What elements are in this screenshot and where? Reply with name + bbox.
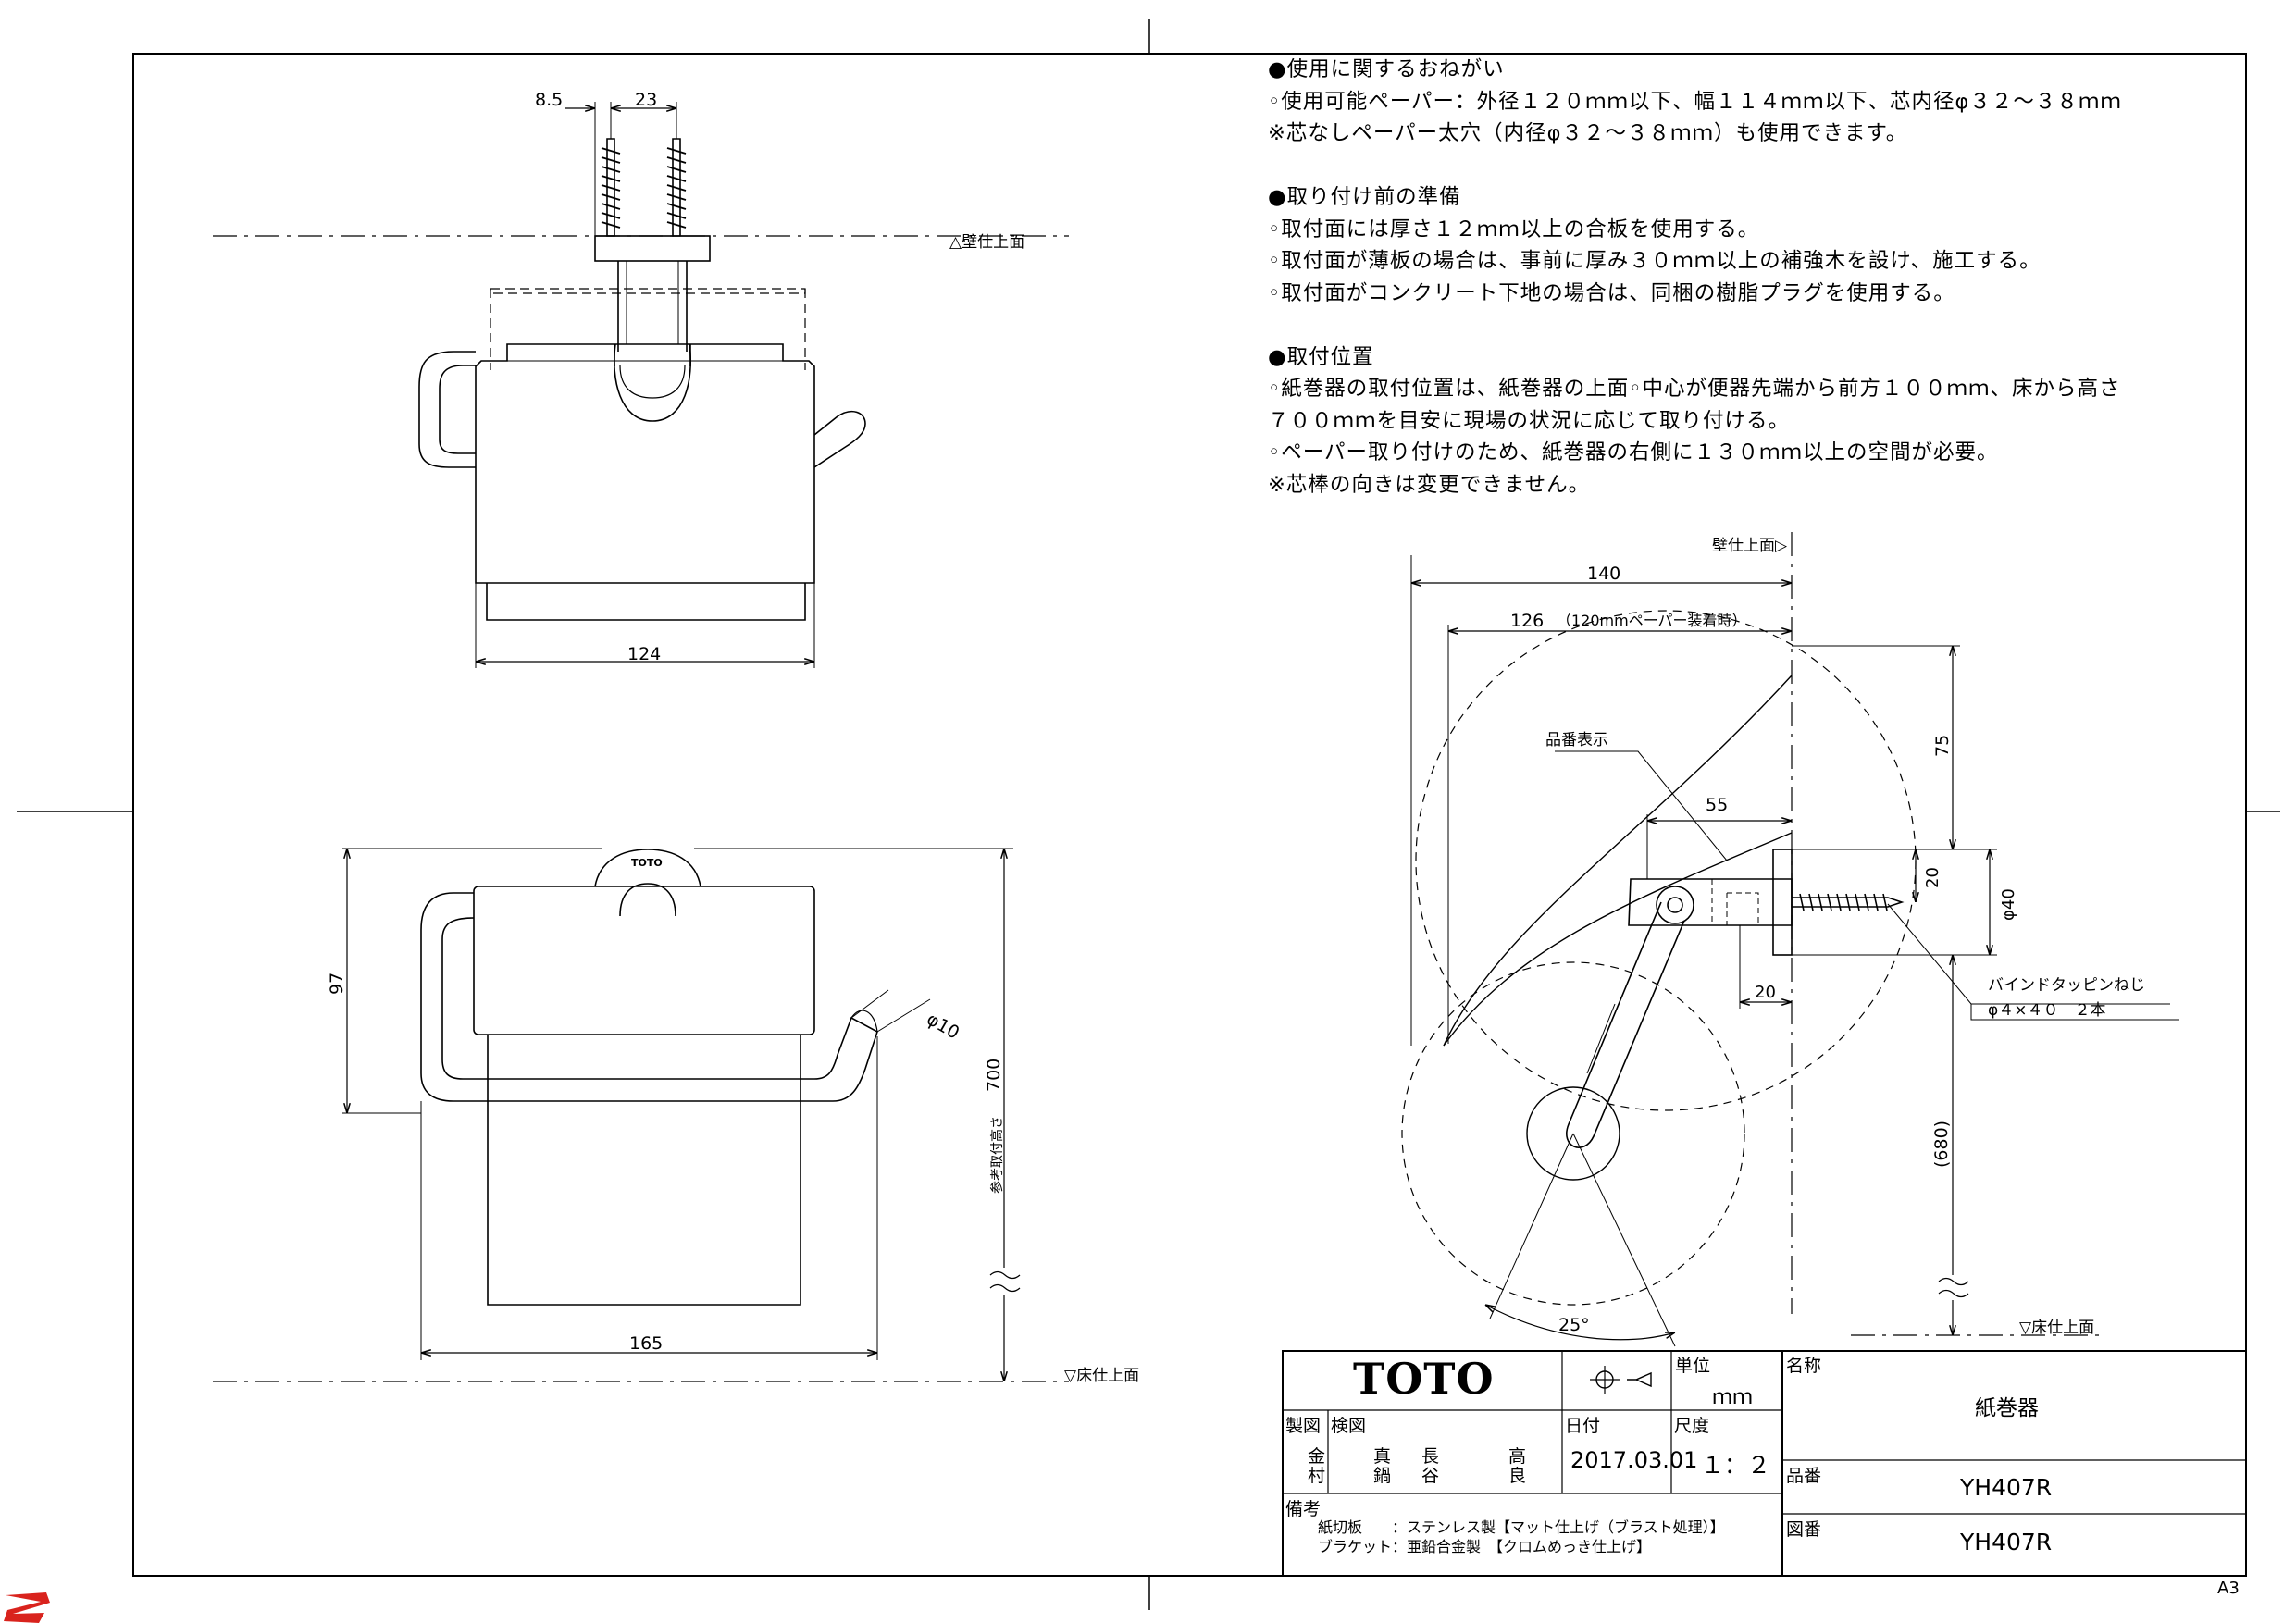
front-view bbox=[213, 848, 1069, 1382]
drawn-by: 村 bbox=[1308, 1466, 1326, 1486]
checked-by: 鍋 bbox=[1373, 1466, 1392, 1486]
dim-top-width: 124 bbox=[627, 644, 661, 664]
label-ref-height: 参考取付高さ bbox=[989, 1116, 1005, 1194]
wall-side-marker: ▷ bbox=[1775, 537, 1788, 555]
dim-front-width: 165 bbox=[629, 1333, 663, 1354]
installation-notes: ●使用に関するおねがい ◦使用可能ペーパー：外径１２０ｍｍ以下、幅１１４ｍｍ以下… bbox=[1268, 54, 2230, 533]
label-wall-side: 壁仕上面 bbox=[1712, 537, 1775, 555]
dim-screw-len: 20 bbox=[1755, 983, 1776, 1002]
drawing-no-value: YH407R bbox=[1960, 1529, 2053, 1555]
date-label: 日付 bbox=[1565, 1416, 1601, 1436]
usage-line: ※芯なしペーパー太穴（内径φ３２～３８ｍｍ）も使用できます。 bbox=[1268, 121, 1908, 145]
prep-line: ◦取付面がコンクリート下地の場合は、同梱の樹脂プラグを使用する。 bbox=[1268, 280, 1955, 305]
dim-base-depth: 55 bbox=[1706, 795, 1728, 815]
scale-value: １：２ bbox=[1701, 1452, 1771, 1479]
label-screw-name: バインドタッピンねじ bbox=[1988, 976, 2145, 995]
sheet-frame bbox=[17, 19, 2280, 1610]
label-screw-spec: φ４×４０ ２本 bbox=[1988, 1001, 2105, 1020]
remarks-line: ブラケット：亜鉛合金製 【クロムめっき仕上げ】 bbox=[1318, 1538, 1652, 1555]
sheet-size: A3 bbox=[2217, 1579, 2240, 1598]
front-cover-logo: TOTO bbox=[631, 857, 663, 869]
checked-label: 検図 bbox=[1331, 1416, 1367, 1436]
usage-line: ◦使用可能ペーパー：外径１２０ｍｍ以下、幅１１４ｍｍ以下、芯内径φ３２～３８ｍｍ bbox=[1268, 89, 2122, 114]
remarks-line: 紙切板 ：ステンレス製【マット仕上げ（ブラスト処理）】 bbox=[1318, 1518, 1725, 1536]
dim-height-700: 700 bbox=[984, 1059, 1004, 1092]
dim-base-half: 20 bbox=[1923, 867, 1942, 888]
position-line: ※芯棒の向きは変更できません。 bbox=[1268, 472, 1591, 497]
dim-front-height: 97 bbox=[327, 973, 347, 995]
drawn-label: 製図 bbox=[1285, 1416, 1322, 1436]
dim-base-dia: φ40 bbox=[1999, 888, 2018, 921]
dim-rod-dia: φ10 bbox=[924, 1009, 963, 1043]
label-floor-front: ▽床仕上面 bbox=[1064, 1367, 1139, 1385]
dim-lower-height: (680) bbox=[1931, 1121, 1952, 1168]
side-view bbox=[1401, 532, 2179, 1347]
date-value: 2017.03.01 bbox=[1570, 1447, 1698, 1473]
toto-logo: TOTO bbox=[1353, 1354, 1495, 1404]
checked-by: 真 bbox=[1373, 1446, 1392, 1467]
dim-side-depth-paper-note: （120mmペーパー装着時） bbox=[1557, 612, 1747, 629]
prep-note: ●取り付け前の準備 ◦取付面には厚さ１２ｍｍ以上の合板を使用する。 ◦取付面が薄… bbox=[1268, 181, 2230, 309]
unit-value: ｍｍ bbox=[1712, 1386, 1754, 1409]
checked-by: 良 bbox=[1508, 1466, 1527, 1486]
unit-label: 単位 bbox=[1675, 1356, 1711, 1376]
checked-by: 谷 bbox=[1421, 1466, 1440, 1486]
label-wall-top-view: △壁仕上面 bbox=[949, 233, 1024, 252]
top-view-screws bbox=[601, 138, 687, 237]
usage-heading: ●使用に関するおねがい bbox=[1268, 57, 1505, 81]
remarks-label: 備考 bbox=[1285, 1499, 1322, 1519]
top-view bbox=[213, 102, 1069, 668]
dim-top-offset: 75 bbox=[1932, 735, 1953, 757]
position-line: ◦紙巻器の取付位置は、紙巻器の上面◦中心が便器先端から前方１００ｍｍ、床から高さ bbox=[1268, 377, 2121, 401]
label-floor-side: ▽床仕上面 bbox=[2019, 1319, 2094, 1337]
position-heading: ●取付位置 bbox=[1268, 344, 1374, 369]
dim-angle: 25° bbox=[1558, 1315, 1590, 1335]
name-label: 名称 bbox=[1786, 1356, 1822, 1376]
dim-screw-pitch: 23 bbox=[635, 90, 657, 110]
usage-note: ●使用に関するおねがい ◦使用可能ペーパー：外径１２０ｍｍ以下、幅１１４ｍｍ以下… bbox=[1268, 54, 2230, 150]
prep-line: ◦取付面には厚さ１２ｍｍ以上の合板を使用する。 bbox=[1268, 217, 1760, 242]
position-note: ●取付位置 ◦紙巻器の取付位置は、紙巻器の上面◦中心が便器先端から前方１００ｍｍ… bbox=[1268, 341, 2230, 502]
dim-screw-offset: 8.5 bbox=[535, 90, 563, 110]
label-model-mark: 品番表示 bbox=[1545, 731, 1608, 750]
dim-side-depth: 140 bbox=[1587, 564, 1620, 584]
title-block-grid bbox=[1282, 1350, 2247, 1577]
product-value: YH407R bbox=[1960, 1474, 2053, 1501]
product-label: 品番 bbox=[1786, 1466, 1822, 1486]
dim-side-depth-paper: 126 bbox=[1510, 611, 1544, 631]
name-value: 紙巻器 bbox=[1975, 1396, 2039, 1420]
position-line: ７００ｍｍを目安に現場の状況に応じて取り付ける。 bbox=[1268, 408, 1791, 433]
prep-line: ◦取付面が薄板の場合は、事前に厚み３０ｍｍ以上の補強木を設け、施工する。 bbox=[1268, 249, 2042, 273]
drawn-by: 金 bbox=[1308, 1446, 1326, 1467]
checked-by: 長 bbox=[1421, 1446, 1440, 1467]
prep-heading: ●取り付け前の準備 bbox=[1268, 185, 1461, 209]
drawing-no-label: 図番 bbox=[1786, 1519, 1822, 1540]
toto-flag-icon bbox=[4, 1592, 50, 1623]
position-line: ◦ペーパー取り付けのため、紙巻器の右側に１３０ｍｍ以上の空間が必要。 bbox=[1268, 440, 1999, 465]
checked-by: 高 bbox=[1508, 1446, 1527, 1467]
scale-label: 尺度 bbox=[1674, 1416, 1710, 1436]
